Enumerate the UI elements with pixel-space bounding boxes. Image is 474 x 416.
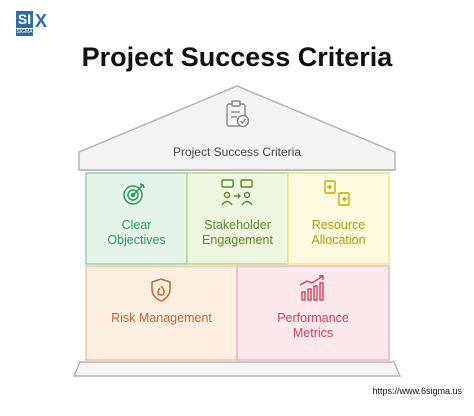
label-line: Metrics <box>292 326 334 340</box>
roof-label: Project Success Criteria <box>172 145 302 159</box>
pillar-stakeholder-engagement <box>186 172 289 265</box>
shield-icon <box>151 278 171 302</box>
logo-x: X <box>35 11 48 31</box>
logo-letters: SI <box>16 11 33 28</box>
label-line: Performance <box>277 311 349 325</box>
label-line: Clear <box>121 218 152 232</box>
label-clear-objectives: Clear Objectives <box>86 218 187 248</box>
label-line: Allocation <box>311 233 366 247</box>
label-line: Objectives <box>107 233 166 247</box>
pillar-risk-management <box>85 265 238 361</box>
bar-chart-icon <box>299 275 324 301</box>
pillar-resource-allocation <box>287 172 390 265</box>
label-performance-metrics: Performance Metrics <box>237 311 389 341</box>
label-risk-management: Risk Management <box>86 311 237 326</box>
label-resource-allocation: Resource Allocation <box>288 218 389 248</box>
pillar-clear-objectives <box>85 172 188 265</box>
base <box>72 361 402 377</box>
label-line: Stakeholder <box>204 218 271 232</box>
clipboard-icon <box>226 100 250 128</box>
target-icon <box>123 183 145 205</box>
label-line: Resource <box>311 218 366 232</box>
transfer-icon <box>324 180 350 206</box>
source-url: https://www.6sigma.us <box>372 386 462 396</box>
label-stakeholder-engagement: Stakeholder Engagement <box>187 218 288 248</box>
page-title: Project Success Criteria <box>81 42 393 72</box>
sixsigma-logo: SI SIGMA X <box>16 11 52 37</box>
logo-sub: SIGMA <box>16 29 33 36</box>
label-line: Engagement <box>202 233 273 247</box>
label-line: Risk Management <box>111 311 212 325</box>
people-exchange-icon <box>221 179 253 206</box>
